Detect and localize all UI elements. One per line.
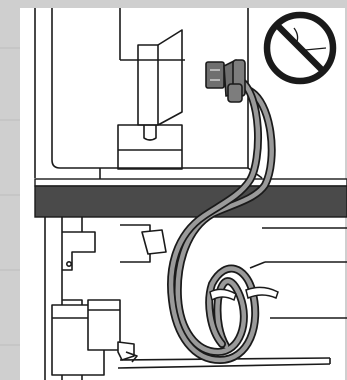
prohibition-icon — [267, 15, 333, 81]
shelf — [35, 179, 347, 217]
